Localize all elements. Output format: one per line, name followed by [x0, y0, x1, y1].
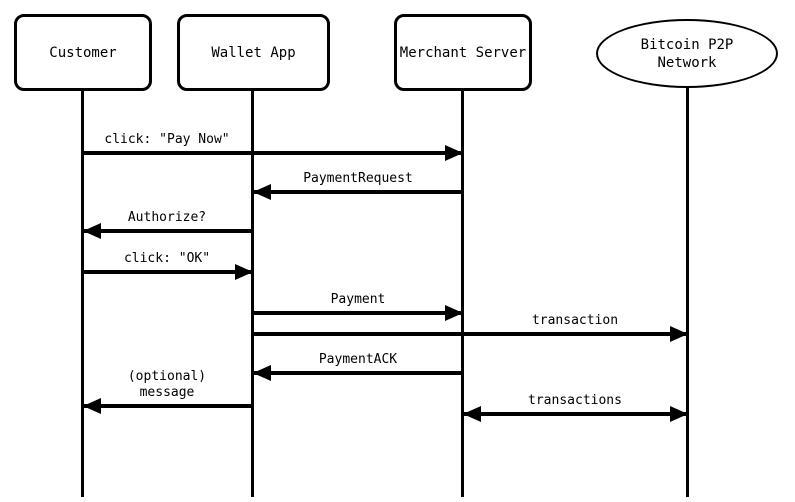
- arrowhead-left-icon: [463, 406, 481, 422]
- message-label-payment: Payment: [330, 292, 386, 307]
- participant-label-bitcoin-p2p-network: Bitcoin P2P Network: [640, 36, 734, 71]
- message-line-transaction: [253, 332, 688, 336]
- arrowhead-right-icon: [670, 406, 688, 422]
- message-line-transactions: [463, 412, 688, 416]
- message-line-payment-request: [253, 190, 463, 194]
- message-label-payment-request: PaymentRequest: [303, 171, 413, 186]
- arrowhead-right-icon: [445, 305, 463, 321]
- participant-label-merchant-server: Merchant Server: [399, 44, 527, 61]
- arrowhead-right-icon: [445, 145, 463, 161]
- participant-box-merchant-server: Merchant Server: [394, 14, 532, 91]
- message-line-click-ok: [83, 270, 253, 274]
- message-label-payment-ack: PaymentACK: [318, 352, 398, 367]
- arrowhead-right-icon: [235, 264, 253, 280]
- message-label-optional-message: (optional) message: [127, 369, 214, 400]
- message-line-authorize: [83, 229, 253, 233]
- message-line-click-pay-now: [83, 151, 463, 155]
- lifeline-customer: [81, 91, 84, 497]
- message-line-payment: [253, 311, 463, 315]
- arrowhead-left-icon: [83, 398, 101, 414]
- arrowhead-left-icon: [83, 223, 101, 239]
- participant-label-customer: Customer: [49, 44, 117, 61]
- message-label-authorize: Authorize?: [127, 210, 207, 225]
- participant-ellipse-bitcoin-p2p-network: Bitcoin P2P Network: [596, 19, 778, 88]
- lifeline-bitcoin-p2p-network: [686, 88, 689, 497]
- arrowhead-left-icon: [253, 184, 271, 200]
- message-label-transactions: transactions: [528, 393, 622, 408]
- lifeline-wallet-app: [251, 91, 254, 497]
- message-line-optional-message: [83, 404, 253, 408]
- participant-box-customer: Customer: [14, 14, 152, 91]
- arrowhead-right-icon: [670, 326, 688, 342]
- message-label-click-pay-now: click: "Pay Now": [104, 132, 230, 147]
- participant-label-wallet-app: Wallet App: [211, 44, 296, 61]
- message-label-transaction: transaction: [531, 313, 619, 328]
- participant-box-wallet-app: Wallet App: [177, 14, 330, 91]
- arrowhead-left-icon: [253, 365, 271, 381]
- message-label-click-ok: click: "OK": [123, 251, 211, 266]
- lifeline-merchant-server: [461, 91, 464, 497]
- message-line-payment-ack: [253, 371, 463, 375]
